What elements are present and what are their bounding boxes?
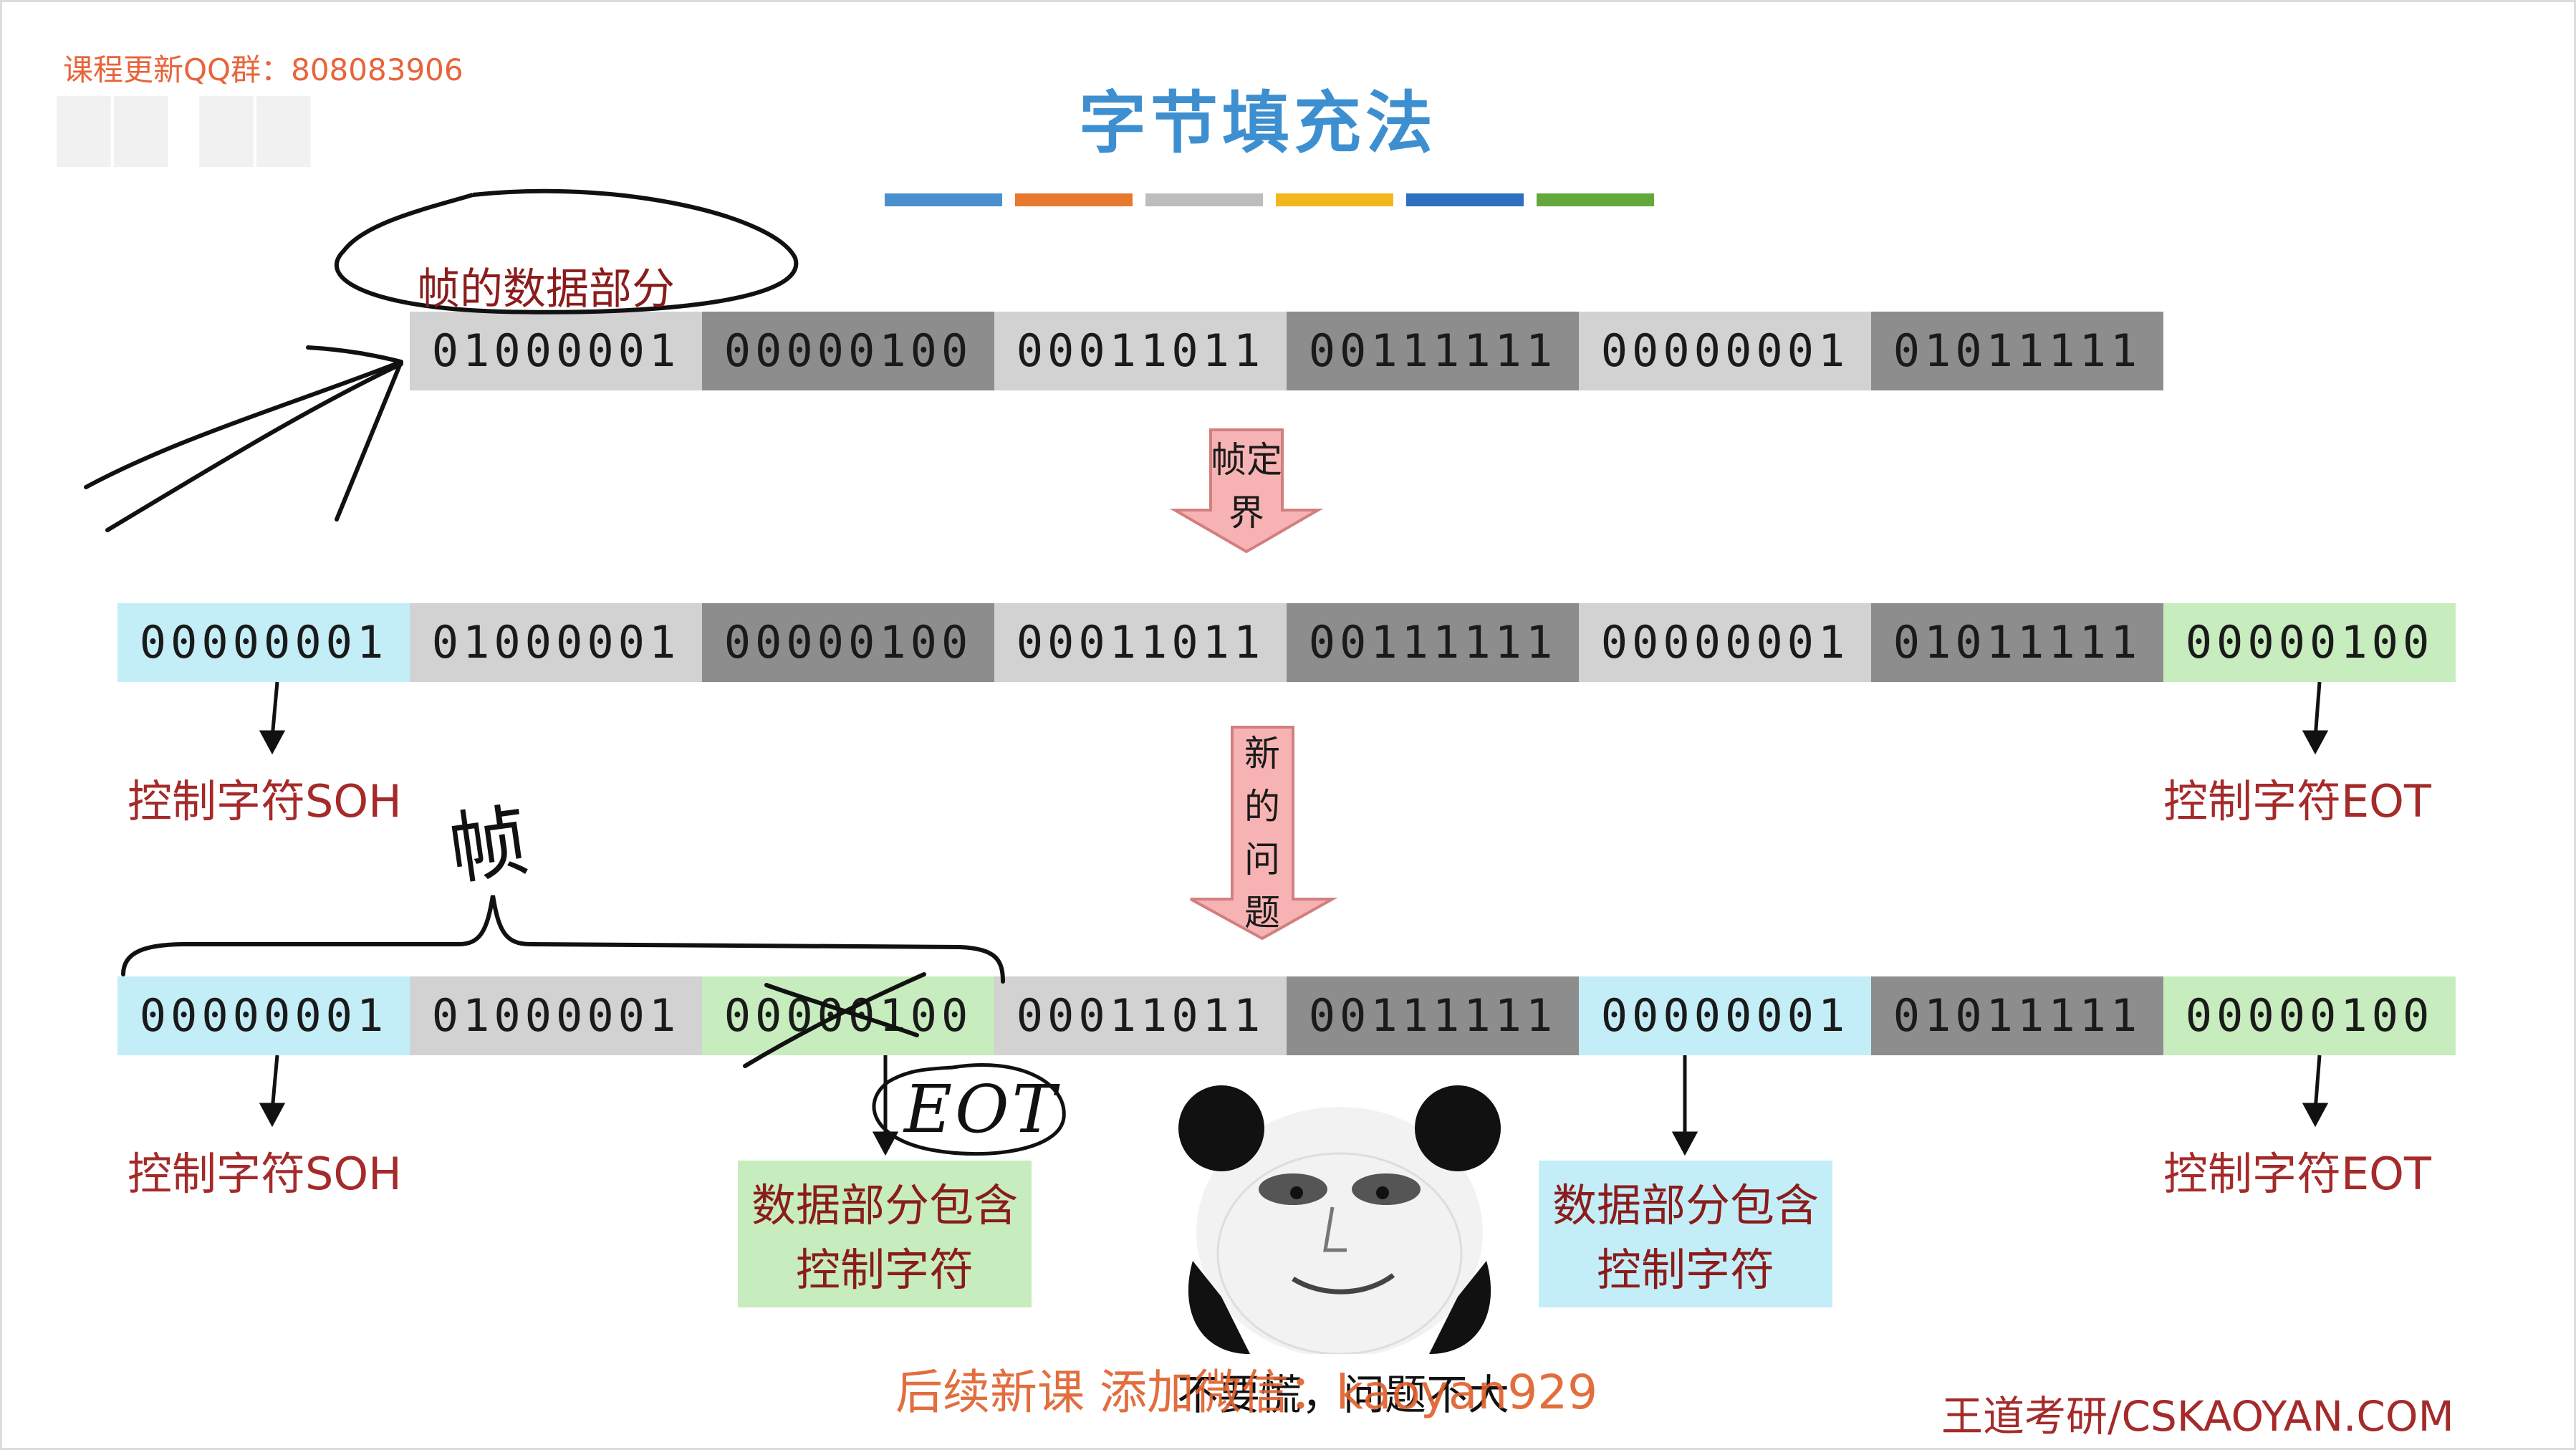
soh-label-row2: 控制字符SOH	[128, 775, 402, 827]
handwritten-frame-char: 帧	[443, 794, 534, 896]
handdrawn-eot-circle	[872, 1063, 1066, 1156]
cyan-box-line: 控制字符	[1596, 1244, 1774, 1296]
color-bar	[1015, 193, 1133, 206]
byte-cell: 00011011	[994, 312, 1287, 390]
byte-cell: 01000001	[410, 976, 702, 1055]
byte-cell: 00000001	[117, 976, 410, 1055]
byte-cell: 00000001	[1579, 603, 1871, 682]
color-bar	[1406, 193, 1524, 206]
panda-meme-drawing	[1178, 1085, 1501, 1358]
new-problem-arrow-text-line: 的	[1244, 786, 1280, 827]
eot-label-row2: 控制字符EOT	[2163, 775, 2431, 827]
row2-eot-arrow	[2302, 681, 2329, 755]
byte-cell: 00000100	[702, 603, 994, 682]
byte-cell: 00111111	[1287, 603, 1579, 682]
new-problem-arrow-text-line: 新	[1244, 733, 1280, 774]
brand-footer: 王道考研/CSKAOYAN.COM	[1941, 1392, 2454, 1441]
soh-label-row3: 控制字符SOH	[128, 1148, 402, 1200]
byte-cell: 00111111	[1287, 312, 1579, 390]
slide-title: 字节填充法	[1078, 85, 1437, 163]
color-bar	[1145, 193, 1263, 206]
handdrawn-crossout	[743, 972, 926, 1068]
panda-meme-image	[1171, 1082, 1508, 1358]
byte-cell: 00111111	[1287, 976, 1579, 1055]
byte-cell: 00000001	[117, 603, 410, 682]
framing-arrow-text: 帧定 界	[1203, 433, 1289, 539]
handdrawn-ellipse	[334, 188, 799, 315]
ellipse-label: 帧的数据部分	[417, 264, 675, 315]
down-arrow-framing	[1169, 428, 1324, 554]
handdrawn-brace	[121, 895, 1005, 984]
green-box-line: 控制字符	[795, 1244, 974, 1296]
byte-cell: 00000001	[1579, 312, 1871, 390]
byte-cell: 00000001	[1579, 976, 1871, 1055]
row2-soh-arrow	[259, 681, 286, 755]
handwritten-eot: EOT	[904, 1071, 1059, 1148]
framing-arrow-text-line: 帧定	[1211, 439, 1282, 481]
byte-cell: 00000100	[2163, 976, 2456, 1055]
handdrawn-pointer	[84, 345, 403, 532]
byte-cell: 00000100	[2163, 603, 2456, 682]
framing-arrow-text-line: 界	[1229, 492, 1264, 534]
eot-label-row3: 控制字符EOT	[2163, 1148, 2431, 1200]
byte-cell: 00011011	[994, 603, 1287, 682]
qq-group-watermark: 课程更新QQ群：808083906	[63, 52, 463, 87]
color-bar	[885, 193, 1002, 206]
data-contains-control-char-green: 数据部分包含 控制字符	[738, 1161, 1032, 1307]
down-arrow-new-problem	[1190, 726, 1338, 941]
new-problem-arrow-text: 新 的 问 题	[1226, 727, 1298, 939]
row3-eot-arrow	[2302, 1055, 2329, 1128]
byte-cell: 01011111	[1871, 312, 2163, 390]
color-bar	[1537, 193, 1654, 206]
byte-cell: 01000001	[410, 603, 702, 682]
byte-cell: 01011111	[1871, 976, 2163, 1055]
byte-cell: 01011111	[1871, 603, 2163, 682]
byte-cell: 00011011	[994, 976, 1287, 1055]
new-problem-arrow-text-line: 题	[1244, 892, 1280, 933]
title-color-bars	[885, 193, 1654, 206]
color-bar	[1276, 193, 1393, 206]
byte-cell: 00000100	[702, 312, 994, 390]
row3-soh-arrow	[259, 1055, 286, 1128]
cyan-box-line: 数据部分包含	[1552, 1179, 1819, 1231]
row3-cyan-arrow	[1671, 1055, 1698, 1156]
byte-cell: 00000100	[702, 976, 994, 1055]
promo-watermark: 后续新课 添加微信：kaoyan929	[895, 1365, 1598, 1420]
new-problem-arrow-text-line: 问	[1244, 839, 1280, 880]
faint-logo-mark: ▇▇ ▇▇	[57, 86, 314, 166]
row3-green-arrow	[872, 1055, 899, 1156]
meme-caption: 不要慌，问题不大	[1176, 1370, 1509, 1419]
data-contains-control-char-cyan: 数据部分包含 控制字符	[1539, 1161, 1832, 1307]
byte-cell: 01000001	[410, 312, 702, 390]
green-box-line: 数据部分包含	[751, 1179, 1018, 1231]
